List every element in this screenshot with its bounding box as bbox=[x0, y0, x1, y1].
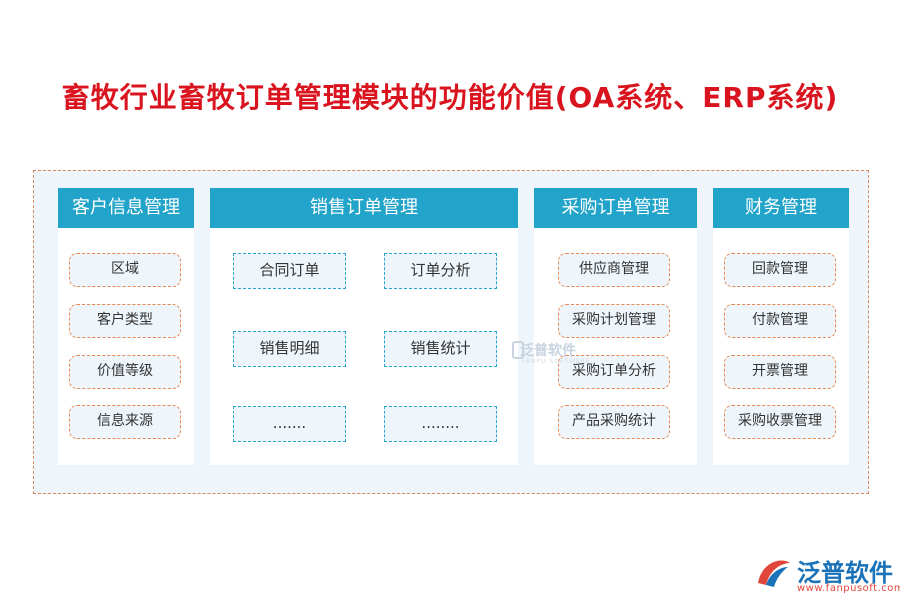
column-header: 采购订单管理 bbox=[534, 188, 697, 228]
column-sales-order: 销售订单管理 合同订单 订单分析 销售明细 销售统计 ....... .....… bbox=[210, 188, 518, 465]
item-product-purchase-statistics: 产品采购统计 bbox=[558, 405, 670, 439]
item-sales-statistics: 销售统计 bbox=[384, 331, 497, 367]
item-collection: 回款管理 bbox=[724, 253, 836, 287]
column-header: 销售订单管理 bbox=[210, 188, 518, 228]
logo-url: www.fanpusoft.com bbox=[797, 583, 900, 594]
watermark-icon bbox=[512, 341, 524, 359]
column-customer-info: 客户信息管理 区域 客户类型 价值等级 信息来源 bbox=[58, 188, 194, 465]
item-invoicing: 开票管理 bbox=[724, 355, 836, 389]
item-more-1: ....... bbox=[233, 406, 346, 442]
item-order-analysis: 订单分析 bbox=[384, 253, 497, 289]
item-info-source: 信息来源 bbox=[69, 405, 181, 439]
item-more-2: ........ bbox=[384, 406, 497, 442]
item-purchase-order-analysis: 采购订单分析 bbox=[558, 355, 670, 389]
column-header: 财务管理 bbox=[713, 188, 849, 228]
watermark-text: 泛普软件 bbox=[520, 343, 576, 359]
item-customer-type: 客户类型 bbox=[69, 304, 181, 338]
item-region: 区域 bbox=[69, 253, 181, 287]
column-header: 客户信息管理 bbox=[58, 188, 194, 228]
item-supplier-management: 供应商管理 bbox=[558, 253, 670, 287]
item-sales-detail: 销售明细 bbox=[233, 331, 346, 367]
item-purchase-invoice-receipt: 采购收票管理 bbox=[724, 405, 836, 439]
column-finance: 财务管理 回款管理 付款管理 开票管理 采购收票管理 bbox=[713, 188, 849, 465]
fanpu-logo-icon bbox=[758, 560, 790, 587]
page-title: 畜牧行业畜牧订单管理模块的功能价值(OA系统、ERP系统) bbox=[61, 81, 839, 114]
column-purchase-order: 采购订单管理 供应商管理 采购计划管理 采购订单分析 产品采购统计 bbox=[534, 188, 697, 465]
item-value-level: 价值等级 bbox=[69, 355, 181, 389]
item-contract-order: 合同订单 bbox=[233, 253, 346, 289]
watermark-subtext: FANPU SOFTWARE bbox=[522, 358, 591, 365]
item-purchase-plan: 采购计划管理 bbox=[558, 304, 670, 338]
logo-name: 泛普软件 bbox=[797, 559, 893, 587]
item-payment: 付款管理 bbox=[724, 304, 836, 338]
